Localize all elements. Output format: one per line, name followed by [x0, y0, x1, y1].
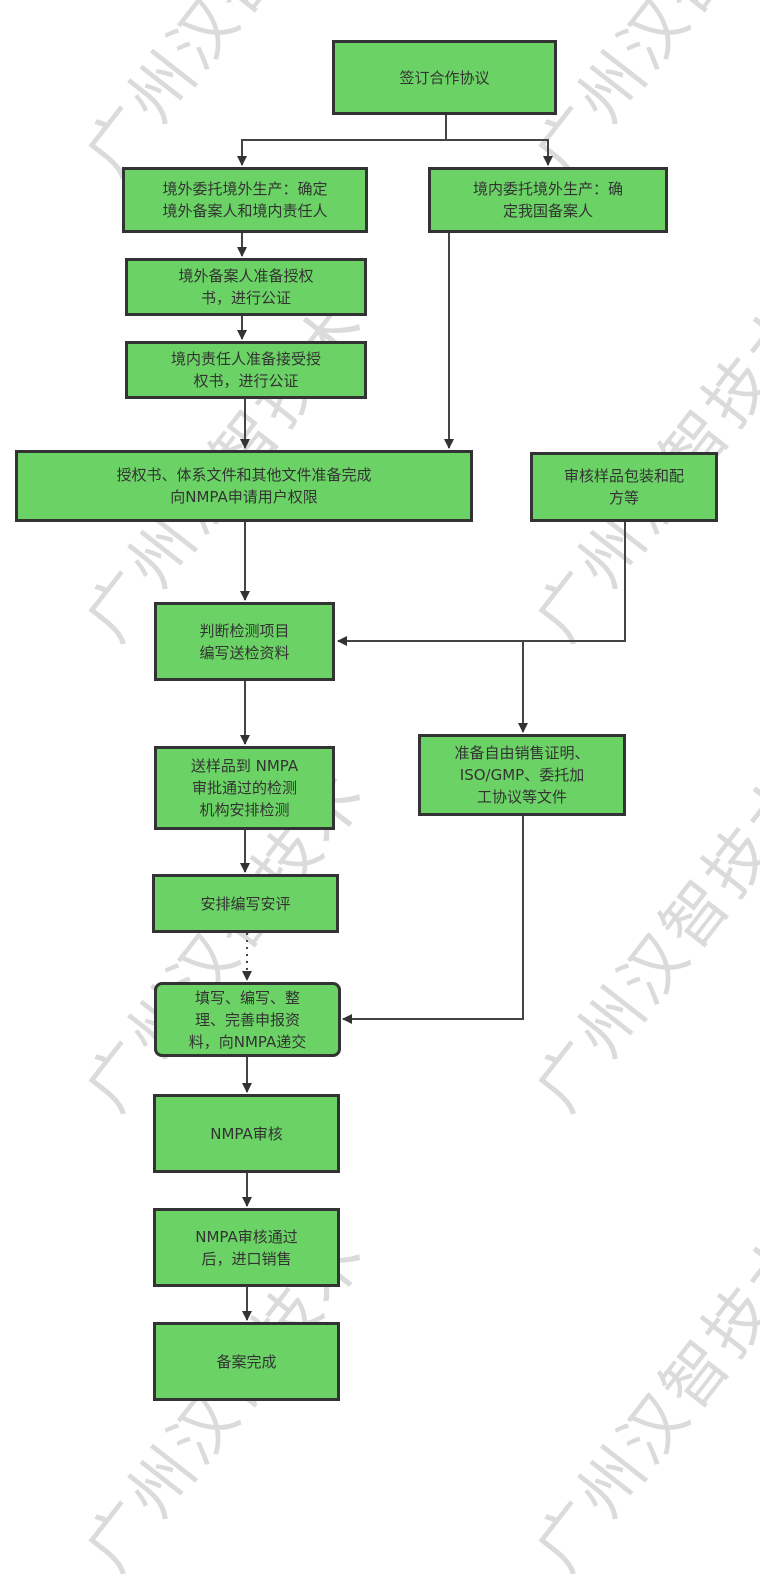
node-authorization-prep: 境外备案人准备授权 书，进行公证	[125, 258, 367, 316]
edge-reviewpkg-judge	[337, 522, 626, 646]
node-nmpa-review: NMPA审核	[153, 1094, 340, 1173]
flowchart-canvas: 广州汉智技术 广州汉智技术 广州汉智技术 广州汉智技术 广州汉智技术 广州汉智技…	[15, 0, 760, 1585]
node-prepare-certificates: 准备自由销售证明、 ISO/GMP、委托加 工协议等文件	[418, 734, 626, 816]
connectors	[237, 115, 626, 1321]
edge-sign-overseas	[237, 139, 446, 166]
edge-sign-domestic	[446, 139, 553, 166]
node-judge-test-items: 判断检测项目 编写送检资料	[154, 602, 335, 681]
node-send-samples: 送样品到 NMPA 审批通过的检测 机构安排检测	[154, 746, 335, 830]
node-review-packaging: 审核样品包装和配 方等	[530, 452, 718, 522]
node-submit-materials: 填写、编写、整 理、完善申报资 料，向NMPA递交	[154, 982, 341, 1057]
edge-prepcert-submit	[342, 816, 524, 1024]
node-sign-agreement: 签订合作协议	[332, 40, 557, 115]
node-safety-assessment: 安排编写安评	[152, 874, 339, 933]
node-import-sale: NMPA审核通过 后，进口销售	[153, 1208, 340, 1287]
node-domestic-entrust: 境内委托境外生产：确 定我国备案人	[428, 167, 668, 233]
node-filing-complete: 备案完成	[153, 1322, 340, 1401]
node-responsible-accept: 境内责任人准备接受授 权书，进行公证	[125, 341, 367, 399]
node-overseas-entrust: 境外委托境外生产：确定 境外备案人和境内责任人	[122, 167, 368, 233]
node-documents-ready: 授权书、体系文件和其他文件准备完成 向NMPA申请用户权限	[15, 450, 473, 522]
